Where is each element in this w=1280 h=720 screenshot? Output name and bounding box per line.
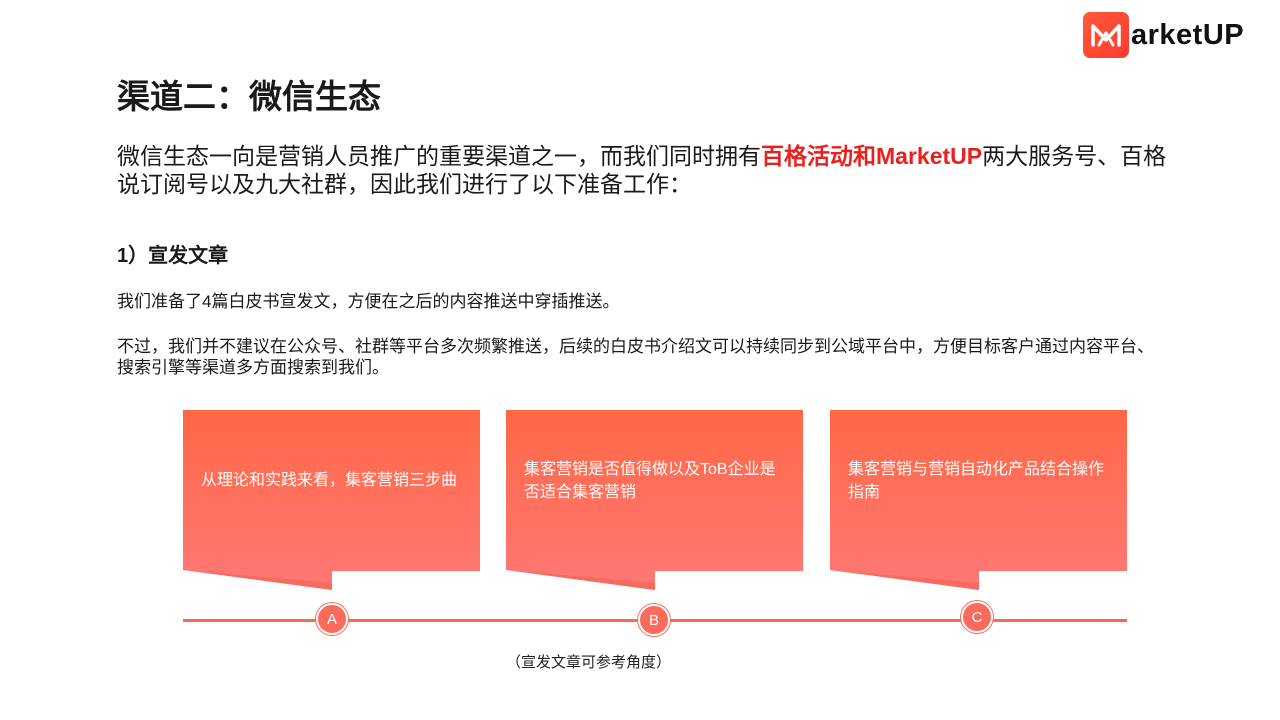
intro-text-after: 两大服务号、百格说订阅号以及九大社群，因此我们进行了以下准备工作：: [117, 143, 1167, 197]
card-a-background: [183, 410, 480, 590]
timeline-marker-a: A: [316, 603, 348, 635]
timeline-marker-b: B: [638, 604, 670, 636]
article-card-a: 从理论和实践来看，集客营销三步曲: [183, 410, 480, 592]
page-title: 渠道二：微信生态: [117, 78, 381, 115]
brand-logo: arketUP: [1083, 12, 1244, 58]
intro-highlight: 百格活动和MarketUP: [761, 143, 983, 169]
section-paragraph-2: 不过，我们并不建议在公众号、社群等平台多次频繁推送，后续的白皮书介绍文可以持续同…: [117, 337, 1154, 377]
card-b-background: [506, 410, 803, 590]
card-b-text: 集客营销是否值得做以及ToB企业是否适合集客营销: [524, 461, 776, 501]
section-paragraph-1: 我们准备了4篇白皮书宣发文，方便在之后的内容推送中穿插推送。: [117, 292, 620, 311]
card-c-background: [830, 410, 1127, 590]
intro-paragraph: 微信生态一向是营销人员推广的重要渠道之一，而我们同时拥有百格活动和MarketU…: [117, 142, 1177, 198]
logo-m-icon: [1083, 12, 1129, 58]
article-card-c: 集客营销与营销自动化产品结合操作指南: [830, 410, 1127, 592]
intro-text-before: 微信生态一向是营销人员推广的重要渠道之一，而我们同时拥有: [117, 143, 761, 169]
section-heading: 1）宣发文章: [117, 245, 229, 267]
card-a-text: 从理论和实践来看，集客营销三步曲: [201, 472, 458, 489]
article-card-b: 集客营销是否值得做以及ToB企业是否适合集客营销: [506, 410, 803, 592]
timeline-marker-c: C: [961, 601, 993, 633]
card-c-text: 集客营销与营销自动化产品结合操作指南: [848, 461, 1105, 501]
logo-text: arketUP: [1131, 18, 1245, 51]
timeline-caption: （宣发文章可参考角度）: [506, 654, 672, 671]
